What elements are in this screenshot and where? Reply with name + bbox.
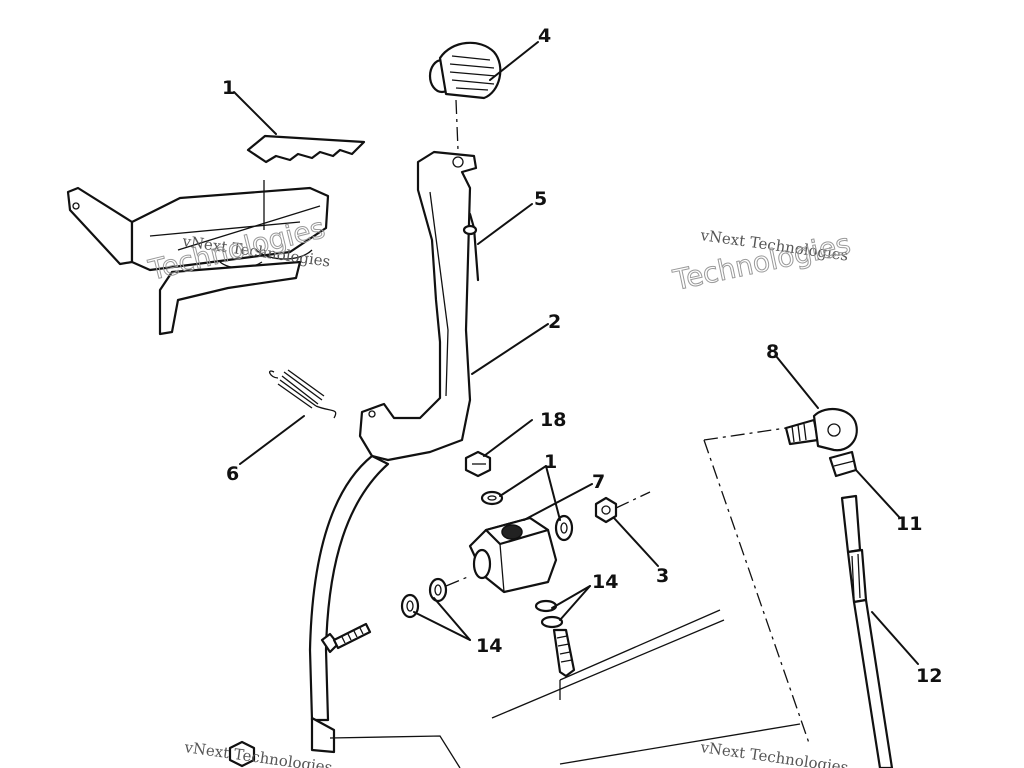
callout-8: 8 <box>766 341 779 363</box>
washer-stack <box>480 490 574 542</box>
nut-bottom-left <box>228 740 256 768</box>
callout-5: 5 <box>534 188 547 210</box>
callout-14-left: 14 <box>476 635 502 657</box>
svg-text:vNext Technologies: vNext Technologies <box>698 738 849 768</box>
centerline-nut <box>615 491 651 509</box>
part-8-ball-joint <box>784 407 858 452</box>
watermark-bottom-right: vNext Technologies <box>698 738 849 768</box>
callout-14-right: 14 <box>592 571 618 593</box>
callout-12: 12 <box>916 665 942 687</box>
callout-labels: 1 4 5 2 18 6 1 7 3 14 14 8 11 12 <box>222 25 942 687</box>
part-18-nut <box>464 450 492 478</box>
watermark-bottom-left: vNext Technologies <box>182 738 333 768</box>
part-14-washers-left <box>400 577 448 619</box>
centerline-knob <box>455 99 459 151</box>
part-4-knob <box>428 41 502 100</box>
callout-1-top: 1 <box>222 77 235 99</box>
callout-2: 2 <box>548 311 561 333</box>
base-plate <box>329 609 801 768</box>
part-12-rod <box>840 494 894 768</box>
bolt-left <box>320 622 372 654</box>
callout-7: 7 <box>592 471 605 493</box>
watermark-right: vNext Technologies Technologies <box>669 226 854 298</box>
lever-rod <box>308 454 390 754</box>
svg-text:vNext Technologies: vNext Technologies <box>182 738 333 768</box>
part-2-lever <box>358 150 478 462</box>
callout-6: 6 <box>226 463 239 485</box>
callout-3: 3 <box>656 565 669 587</box>
part-6-spring <box>268 369 337 419</box>
callout-11: 11 <box>896 513 922 535</box>
part-5-pin <box>462 212 480 282</box>
part-3-nut <box>594 496 618 524</box>
centerline-left-bolt <box>445 575 471 587</box>
part-1-spacer-plate <box>246 134 366 164</box>
reference-line <box>703 427 811 747</box>
part-11-nut <box>828 450 858 478</box>
part-14-washers-lower <box>534 599 576 678</box>
pivot-block <box>468 516 558 594</box>
callout-4: 4 <box>538 25 551 47</box>
bracket-assembly <box>66 180 330 336</box>
callout-1-mid: 1 <box>544 451 557 473</box>
leader-lines <box>233 41 919 665</box>
callout-18: 18 <box>540 409 566 431</box>
